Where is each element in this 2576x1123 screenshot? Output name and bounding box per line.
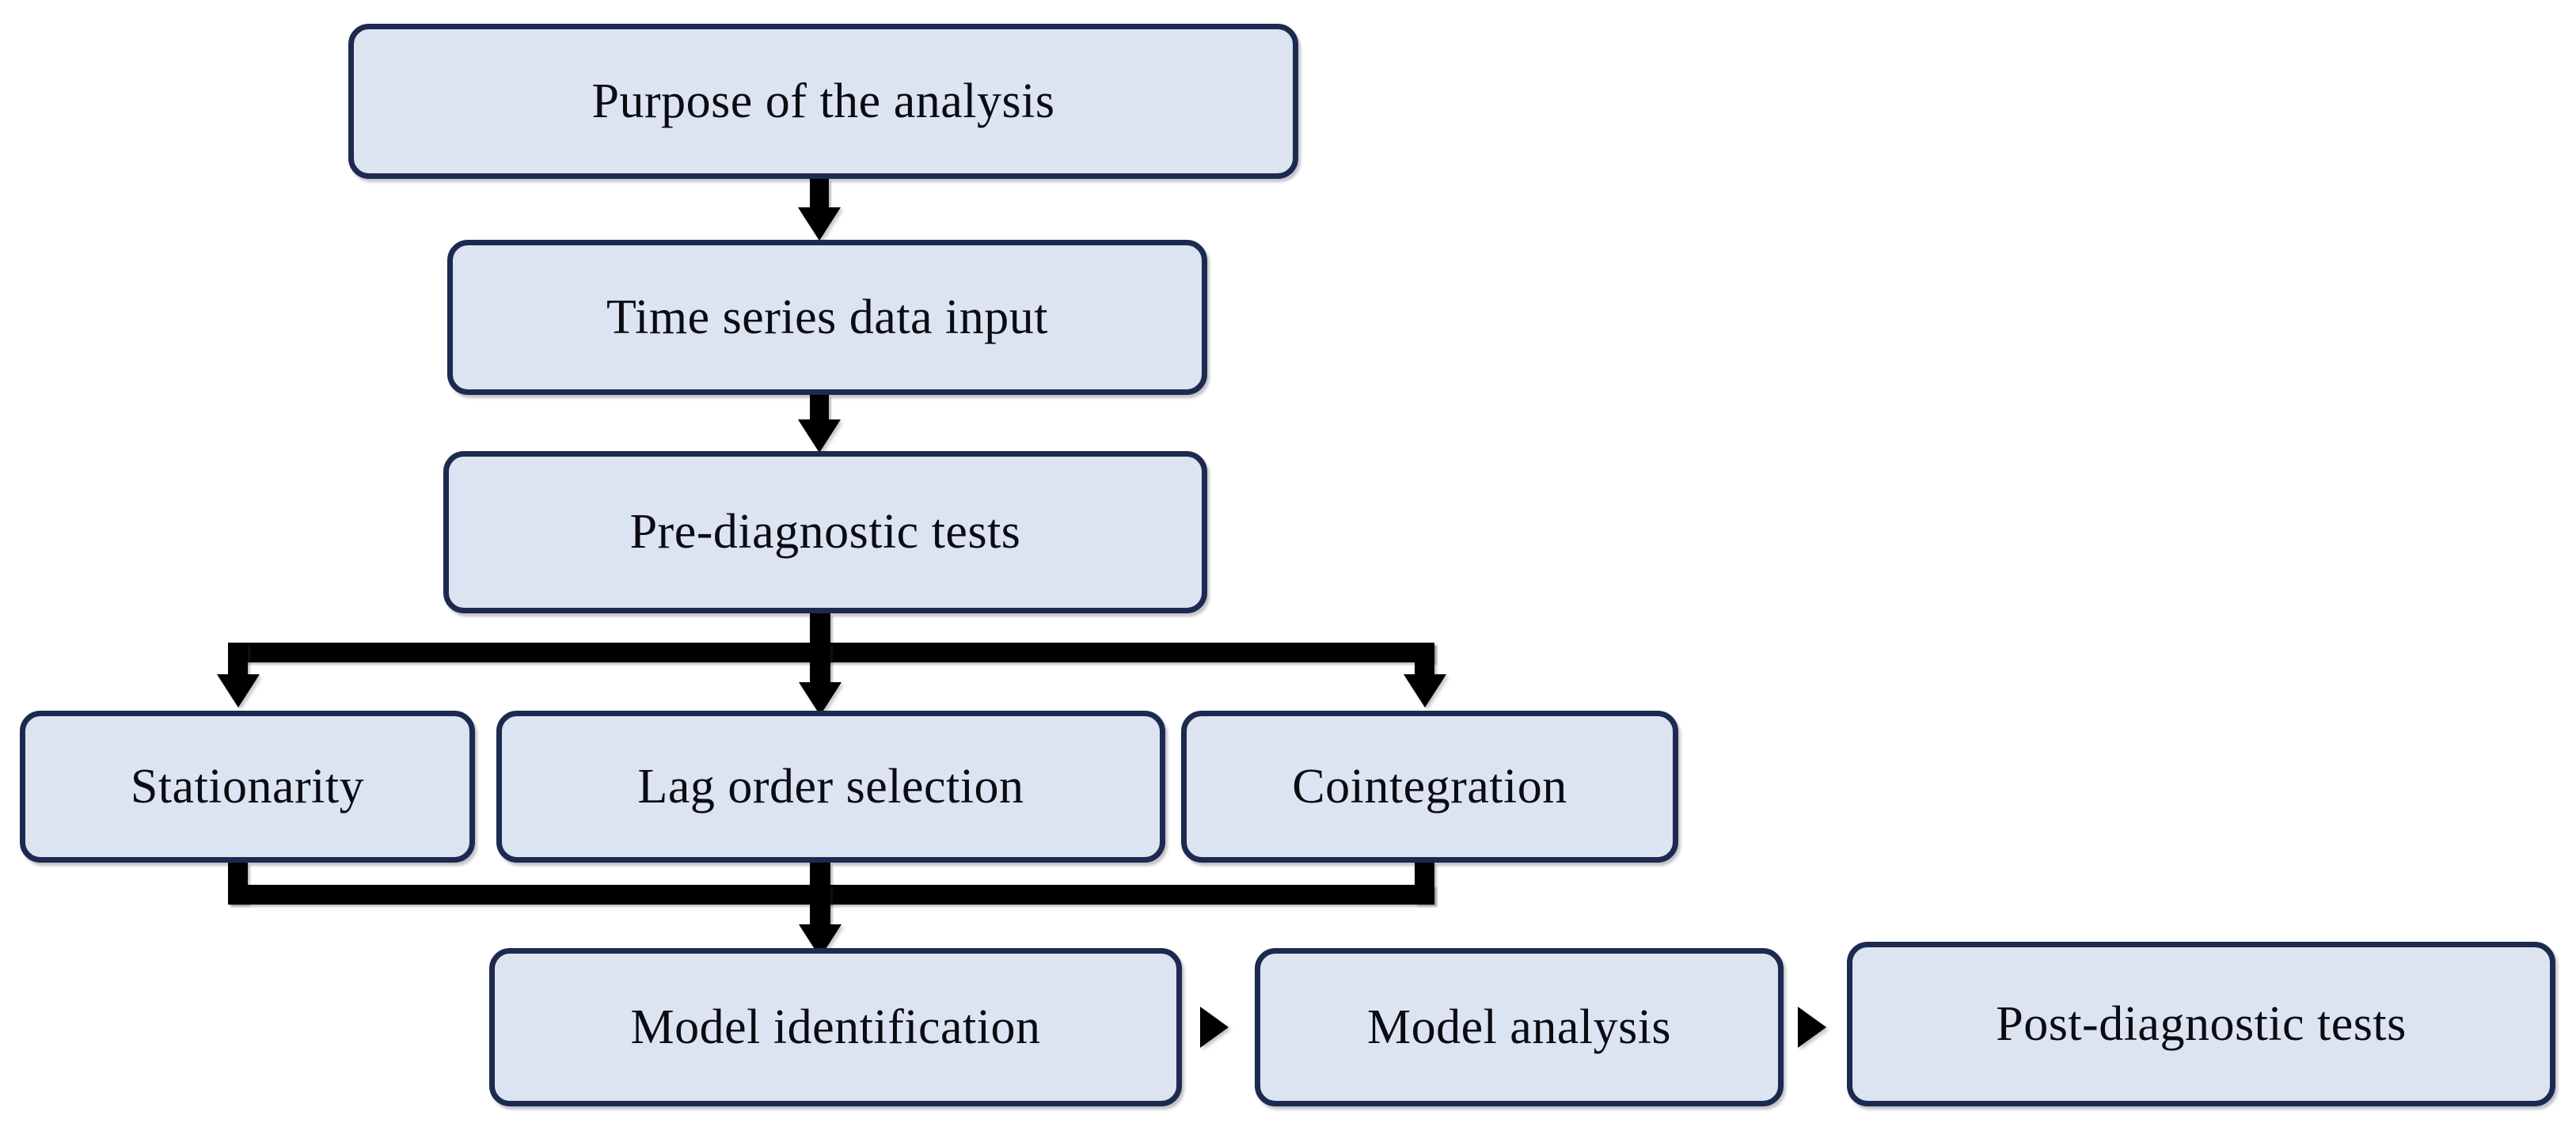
node-stationarity[interactable]: Stationarity	[20, 711, 475, 863]
node-stationarity-label: Stationarity	[130, 759, 365, 814]
edge-model-analysis-to-post-diagnostic	[1798, 1007, 1826, 1048]
node-model-identification[interactable]: Model identification	[489, 948, 1182, 1106]
node-model-analysis-label: Model analysis	[1366, 1000, 1672, 1054]
node-cointegration[interactable]: Cointegration	[1181, 711, 1678, 863]
node-cointegration-label: Cointegration	[1292, 759, 1567, 814]
branch-arrow-to-lag-order	[799, 682, 842, 715]
node-pre-diagnostic[interactable]: Pre-diagnostic tests	[443, 451, 1207, 613]
node-post-diagnostic-label: Post-diagnostic tests	[1996, 996, 2407, 1051]
branch-arrow-to-stationarity	[217, 674, 260, 708]
node-lag-order-label: Lag order selection	[637, 759, 1024, 814]
node-purpose-label: Purpose of the analysis	[591, 74, 1055, 128]
node-lag-order[interactable]: Lag order selection	[496, 711, 1165, 863]
edge-data-input-to-pre-diagnostic-head	[798, 419, 841, 453]
node-purpose[interactable]: Purpose of the analysis	[348, 24, 1298, 179]
branch-arrow-to-cointegration	[1404, 674, 1446, 708]
edge-purpose-to-data-input-head	[798, 207, 841, 241]
node-model-analysis[interactable]: Model analysis	[1255, 948, 1784, 1106]
node-post-diagnostic[interactable]: Post-diagnostic tests	[1847, 942, 2555, 1106]
branch-splitter-bus	[228, 643, 1434, 662]
edge-model-identification-to-model-analysis	[1200, 1007, 1229, 1048]
merge-collector-bus	[228, 885, 1434, 905]
node-model-identification-label: Model identification	[630, 1000, 1041, 1054]
node-data-input-label: Time series data input	[606, 290, 1049, 344]
node-data-input[interactable]: Time series data input	[447, 240, 1207, 395]
node-pre-diagnostic-label: Pre-diagnostic tests	[629, 505, 1021, 560]
